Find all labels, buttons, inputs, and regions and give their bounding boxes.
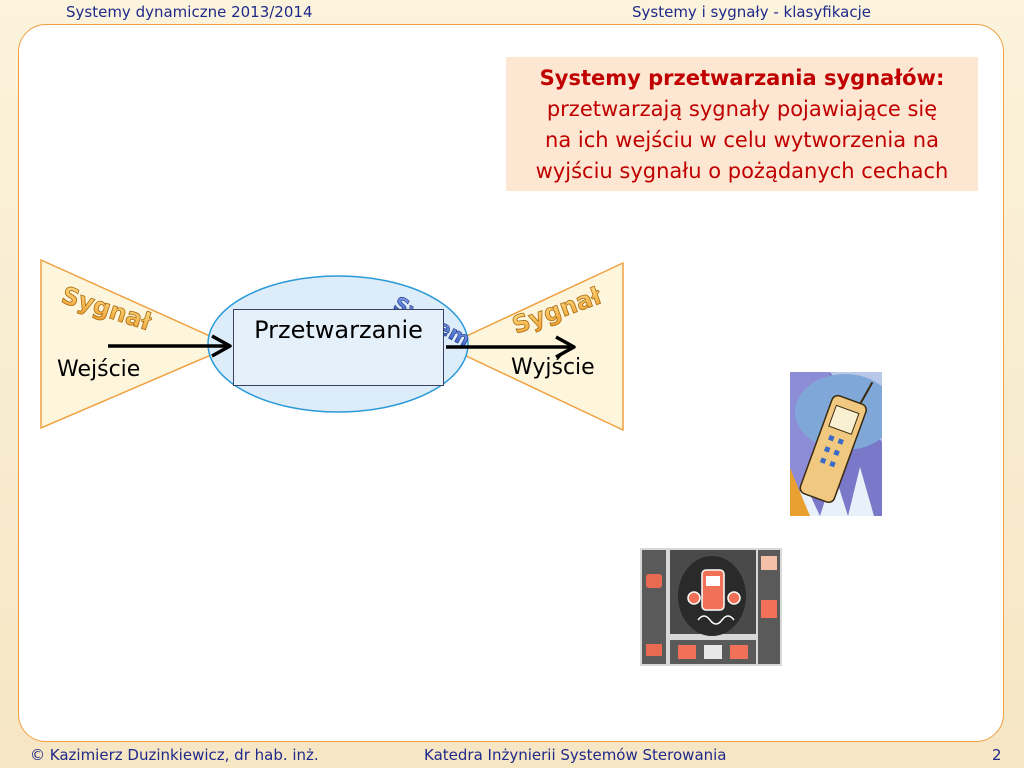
- definition-box: Systemy przetwarzania sygnałów: przetwar…: [506, 57, 978, 191]
- telecom-collage-clipart-icon: [640, 548, 782, 666]
- input-label: Wejście: [57, 357, 141, 382]
- output-arrow: [446, 335, 576, 359]
- definition-title: Systemy przetwarzania sygnałów:: [539, 66, 945, 90]
- cellphone-clipart-icon: [790, 372, 882, 516]
- footer-department: Katedra Inżynierii Systemów Sterowania: [424, 746, 727, 764]
- input-signal-triangle: [40, 258, 234, 430]
- definition-line-2: na ich wejściu w celu wytworzenia na: [545, 128, 939, 152]
- definition-line-3: wyjściu sygnału o pożądanych cechach: [535, 159, 949, 183]
- output-label: Wyjście: [511, 355, 595, 380]
- processing-box: Przetwarzanie: [233, 309, 444, 386]
- header-course-title: Systemy dynamiczne 2013/2014: [66, 3, 313, 21]
- footer-author: © Kazimierz Duzinkiewicz, dr hab. inż.: [30, 746, 319, 764]
- footer-page-number: 2: [992, 746, 1002, 764]
- input-arrow: [108, 334, 232, 358]
- header-slide-topic: Systemy i sygnały - klasyfikacje: [632, 3, 871, 21]
- definition-line-1: przetwarzają sygnały pojawiające się: [546, 97, 938, 121]
